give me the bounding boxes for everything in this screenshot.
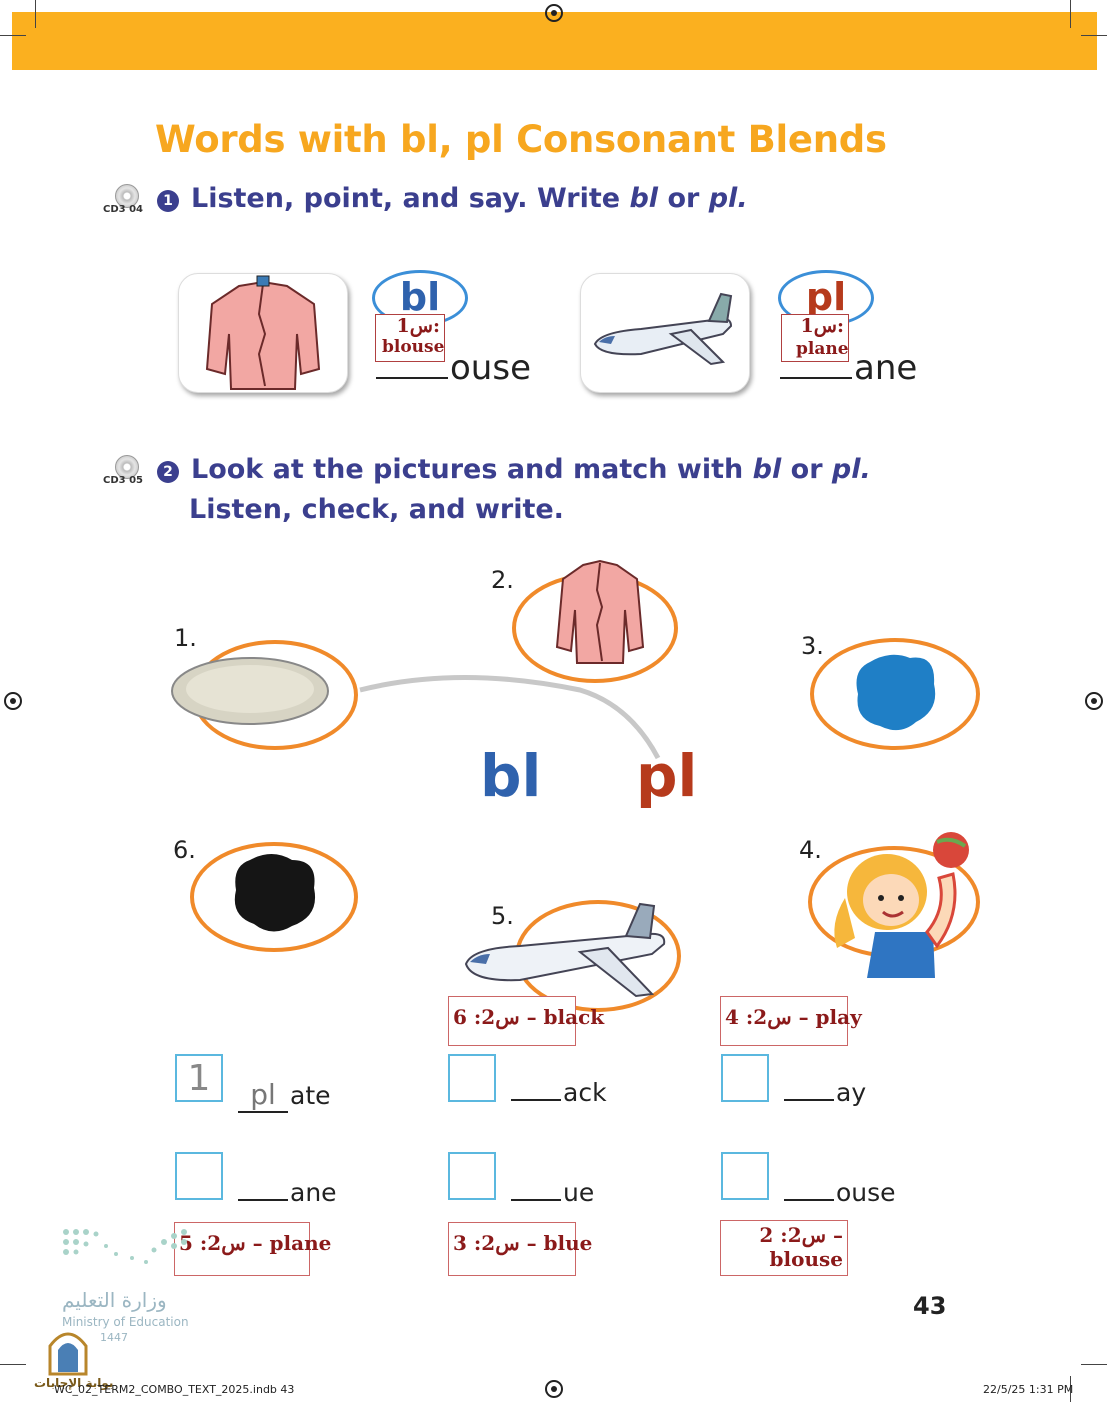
- word-ending: ay: [836, 1078, 867, 1107]
- page-title: Words with bl, pl Consonant Blends: [155, 118, 887, 161]
- registration-mark-icon: [545, 4, 563, 22]
- crop-mark: [0, 35, 26, 36]
- plate-icon: [171, 657, 329, 725]
- instruction-text: Look at the pictures and match with: [191, 454, 744, 485]
- answer-box: س1: blouse: [375, 314, 445, 362]
- airplane-icon: [464, 902, 666, 998]
- picture-number: 6.: [173, 836, 196, 864]
- fill-in-word[interactable]: ay: [784, 1078, 866, 1107]
- answer-box: س2: 2 – blouse: [720, 1220, 848, 1276]
- audio-cd-icon[interactable]: CD3 05: [103, 455, 143, 487]
- number-checkbox[interactable]: 1: [175, 1054, 223, 1102]
- filled-prefix: pl: [238, 1078, 288, 1113]
- bubble-blend-text: pl: [805, 275, 847, 319]
- ministry-arabic-name: وزارة التعليم: [62, 1288, 167, 1312]
- exercise2-instruction-line2: Listen, check, and write.: [189, 494, 564, 525]
- matching-line: [359, 675, 661, 760]
- number-checkbox[interactable]: [175, 1152, 223, 1200]
- crop-mark: [0, 1364, 26, 1365]
- answer-label: س1:: [396, 315, 440, 337]
- answer-word: blouse: [382, 337, 445, 357]
- number-checkbox[interactable]: [721, 1152, 769, 1200]
- crop-mark: [1081, 1364, 1107, 1365]
- blouse-picture-card: [178, 273, 348, 393]
- exercise1-instruction: Listen, point, and say. Write bl or pl.: [191, 183, 748, 214]
- registration-mark-icon: [4, 692, 22, 710]
- blouse-icon: [205, 275, 321, 390]
- crop-mark: [1081, 35, 1107, 36]
- fill-in-word[interactable]: ue: [511, 1178, 594, 1207]
- ministry-year: 1447: [100, 1331, 128, 1344]
- portal-logo-icon: [48, 1332, 88, 1376]
- exercise-number-badge: 1: [157, 190, 179, 212]
- airplane-picture-card: [580, 273, 750, 393]
- picture-number: 4.: [799, 836, 822, 864]
- cd-track-label: CD3 05: [103, 475, 143, 486]
- registration-mark-icon: [545, 1380, 563, 1398]
- black-splash-icon: [234, 854, 316, 932]
- airplane-icon: [593, 292, 733, 366]
- instruction-pl: pl.: [708, 183, 748, 214]
- number-checkbox[interactable]: [448, 1054, 496, 1102]
- answer-box: س1: plane: [781, 314, 849, 362]
- crop-mark: [1070, 0, 1071, 28]
- word-ending: ue: [563, 1178, 595, 1207]
- instruction-or: or: [667, 183, 700, 214]
- ministry-logo-dots-icon: [63, 1229, 187, 1264]
- footer-date: 22/5/25 1:31 PM: [983, 1383, 1074, 1396]
- page-number: 43: [913, 1292, 947, 1320]
- answer-line: blouse: [769, 1247, 843, 1271]
- fill-in-word[interactable]: ouse: [784, 1178, 896, 1207]
- picture-number: 1.: [174, 624, 197, 652]
- girl-playing-ball-icon: [834, 832, 969, 978]
- word-ending: ate: [290, 1081, 331, 1110]
- footer-file-info: WC_02_TERM2_COMBO_TEXT_2025.indb 43: [54, 1383, 295, 1396]
- blouse-icon: [555, 559, 645, 664]
- word-ending: ane: [290, 1178, 337, 1207]
- answer-box: س2: 4 – play: [720, 996, 862, 1046]
- answer-label: س1:: [800, 315, 844, 337]
- word-ending: ane: [854, 348, 918, 388]
- instruction-or: or: [790, 454, 823, 485]
- answer-word: plane: [796, 339, 849, 359]
- answer-line: س2: 2 –: [759, 1223, 843, 1247]
- crop-mark: [35, 0, 36, 28]
- picture-number: 2.: [491, 566, 514, 594]
- exercise-number-badge: 2: [157, 461, 179, 483]
- instruction-text: Listen, point, and say. Write: [191, 183, 621, 214]
- instruction-bl: bl: [629, 183, 659, 214]
- instruction-bl: bl: [752, 454, 782, 485]
- blend-label-pl: pl: [636, 742, 698, 810]
- fill-in-word[interactable]: ane: [238, 1178, 337, 1207]
- word-blank-plane[interactable]: ane: [780, 348, 917, 388]
- registration-mark-icon: [1085, 692, 1103, 710]
- instruction-pl: pl.: [831, 454, 871, 485]
- exercise2-instruction-line1: Look at the pictures and match with bl o…: [191, 454, 871, 485]
- answer-box: س2: 6 – black: [448, 996, 604, 1046]
- bubble-blend-text: bl: [399, 275, 441, 319]
- cd-track-label: CD3 04: [103, 204, 143, 215]
- word-ending: ouse: [836, 1178, 896, 1207]
- ministry-english-name: Ministry of Education: [62, 1315, 189, 1329]
- blue-splash-icon: [856, 654, 936, 731]
- blend-label-bl: bl: [480, 742, 542, 810]
- fill-in-word[interactable]: ack: [511, 1078, 607, 1107]
- number-checkbox[interactable]: [448, 1152, 496, 1200]
- answer-box: س2: 3 – blue: [448, 1222, 592, 1276]
- picture-number: 3.: [801, 632, 824, 660]
- picture-number: 5.: [491, 902, 514, 930]
- word-blank-blouse[interactable]: ouse: [376, 348, 531, 388]
- word-ending: ack: [563, 1078, 607, 1107]
- crop-mark: [1070, 1376, 1071, 1402]
- portal-name: بوابة الإجابات: [34, 1376, 114, 1390]
- audio-cd-icon[interactable]: CD3 04: [103, 184, 143, 216]
- number-checkbox[interactable]: [721, 1054, 769, 1102]
- word-ending: ouse: [450, 348, 531, 388]
